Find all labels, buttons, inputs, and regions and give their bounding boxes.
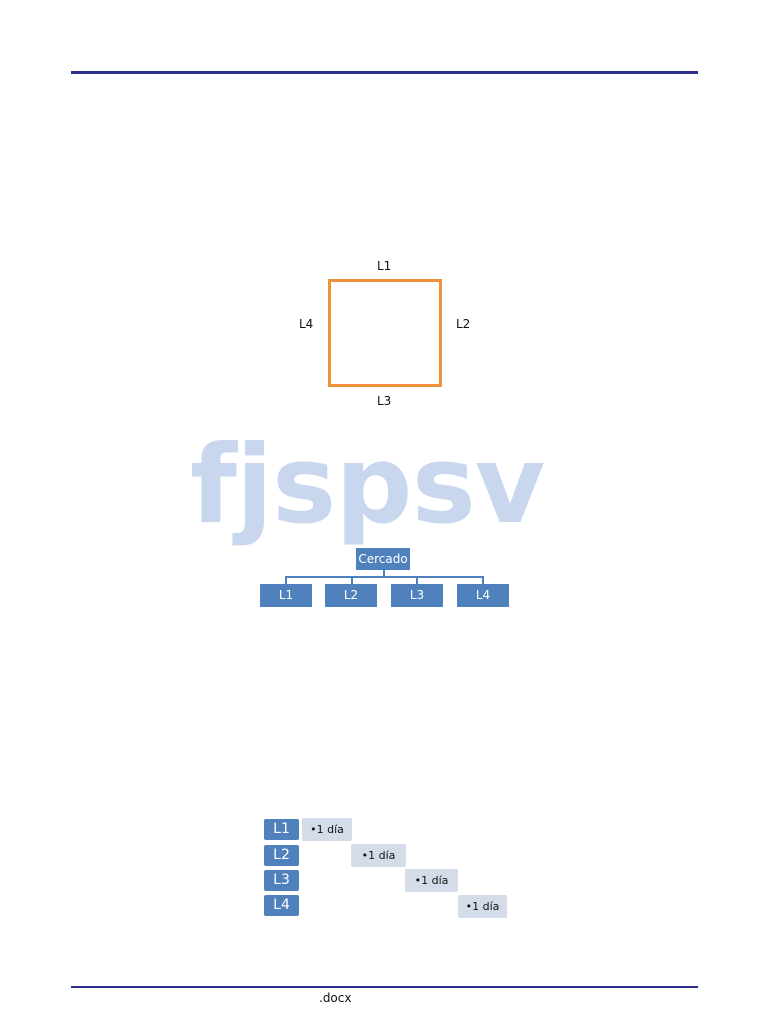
schedule-label: L2 [264, 845, 299, 866]
schedule-duration: •1 día [458, 895, 507, 918]
square-label-left: L4 [299, 317, 314, 331]
connector-horizontal [285, 576, 484, 578]
square-label-top: L1 [377, 259, 392, 273]
org-child-box: L3 [391, 584, 443, 607]
schedule-duration: •1 día [351, 844, 406, 867]
square-shape [328, 279, 442, 387]
footer-filename: .docx [319, 991, 352, 1005]
schedule-label: L3 [264, 870, 299, 891]
square-label-right: L2 [456, 317, 471, 331]
org-root-box: Cercado [356, 548, 410, 570]
connector-root [383, 570, 385, 577]
schedule-label: L1 [264, 819, 299, 840]
org-child-box: L2 [325, 584, 377, 607]
schedule-duration: •1 día [405, 869, 458, 892]
org-child-box: L4 [457, 584, 509, 607]
connector-l1 [285, 576, 287, 584]
watermark-text: fjspsv [190, 423, 545, 548]
header-rule [71, 71, 698, 74]
square-label-bottom: L3 [377, 394, 392, 408]
schedule-label: L4 [264, 895, 299, 916]
connector-l4 [482, 576, 484, 584]
footer-rule [71, 986, 698, 988]
schedule-duration: •1 día [302, 818, 352, 841]
connector-l2 [351, 576, 353, 584]
org-child-box: L1 [260, 584, 312, 607]
connector-l3 [416, 576, 418, 584]
